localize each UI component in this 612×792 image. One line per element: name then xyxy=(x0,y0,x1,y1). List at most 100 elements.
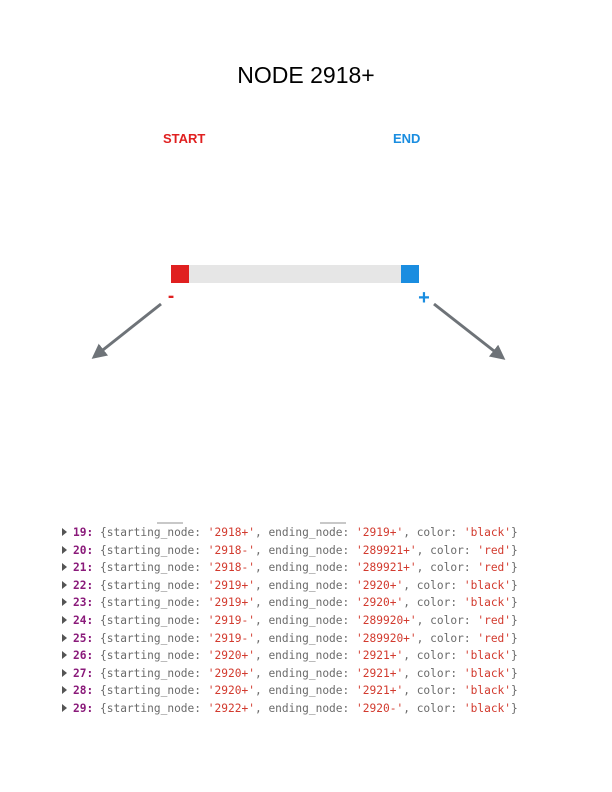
row-index: 23 xyxy=(73,596,87,610)
row-index: 29 xyxy=(73,701,87,715)
key-color: color xyxy=(416,649,451,663)
plus-sign: + xyxy=(418,287,430,309)
value-color: red xyxy=(484,561,505,575)
expand-triangle-icon[interactable] xyxy=(62,563,67,572)
diagram-title: NODE 2918+ xyxy=(237,62,375,88)
expand-triangle-icon[interactable] xyxy=(62,615,67,624)
value-starting-node: 2919- xyxy=(214,613,249,627)
key-color: color xyxy=(430,561,464,575)
key-ending-node: ending_node xyxy=(268,526,343,539)
row-index: 26 xyxy=(73,649,87,663)
key-color: color xyxy=(416,596,451,610)
key-ending-node: ending_node xyxy=(268,613,343,627)
row-index: 22 xyxy=(73,578,87,592)
console-row[interactable]: 19: {starting_node: '2918+', ending_node… xyxy=(62,524,602,542)
console-row[interactable]: 28: {starting_node: '2920+', ending_node… xyxy=(62,682,602,700)
value-starting-node: 2919+ xyxy=(214,578,249,592)
console-row[interactable]: 21: {starting_node: '2918-', ending_node… xyxy=(62,559,602,577)
expand-triangle-icon[interactable] xyxy=(62,598,67,607)
value-color: red xyxy=(484,631,505,645)
console-row[interactable]: 22: {starting_node: '2919+', ending_node… xyxy=(62,577,602,595)
value-starting-node: 2919- xyxy=(214,631,249,645)
key-starting-node: starting_node xyxy=(106,701,195,715)
value-color: black xyxy=(470,684,505,698)
key-starting-node: starting_node xyxy=(106,526,195,539)
key-color: color xyxy=(416,684,451,698)
value-ending-node: 289921+ xyxy=(362,561,410,575)
key-color: color xyxy=(430,613,464,627)
value-ending-node: 2921+ xyxy=(362,666,397,680)
expand-triangle-icon[interactable] xyxy=(62,668,67,677)
value-ending-node: 2920+ xyxy=(362,578,397,592)
value-ending-node: 289921+ xyxy=(362,543,410,557)
key-color: color xyxy=(430,631,464,645)
key-starting-node: starting_node xyxy=(106,631,195,645)
expand-triangle-icon[interactable] xyxy=(62,633,67,642)
value-ending-node: 2921+ xyxy=(362,649,397,663)
key-ending-node: ending_node xyxy=(268,561,343,575)
console-row[interactable]: 26: {starting_node: '2920+', ending_node… xyxy=(62,647,602,665)
console-row[interactable]: 27: {starting_node: '2920+', ending_node… xyxy=(62,665,602,683)
value-starting-node: 2922+ xyxy=(214,701,249,715)
row-index: 27 xyxy=(73,666,87,680)
key-color: color xyxy=(416,526,451,539)
row-index: 24 xyxy=(73,613,87,627)
row-index: 25 xyxy=(73,631,87,645)
value-color: black xyxy=(470,526,505,539)
row-index: 19 xyxy=(73,526,87,539)
key-ending-node: ending_node xyxy=(268,543,343,557)
value-starting-node: 2918+ xyxy=(214,526,249,539)
key-starting-node: starting_node xyxy=(106,543,195,557)
value-ending-node: 2920- xyxy=(362,701,397,715)
expand-triangle-icon[interactable] xyxy=(62,580,67,589)
key-starting-node: starting_node xyxy=(106,684,195,698)
value-color: black xyxy=(470,701,505,715)
console-row[interactable]: 24: {starting_node: '2919-', ending_node… xyxy=(62,612,602,630)
console-row[interactable]: 25: {starting_node: '2919-', ending_node… xyxy=(62,630,602,648)
key-starting-node: starting_node xyxy=(106,613,195,627)
key-ending-node: ending_node xyxy=(268,684,343,698)
end-label: END xyxy=(393,131,421,146)
value-color: red xyxy=(484,613,505,627)
key-color: color xyxy=(416,666,451,680)
expand-triangle-icon[interactable] xyxy=(62,703,67,712)
value-starting-node: 2918- xyxy=(214,561,249,575)
right-arrow xyxy=(433,302,506,360)
row-index: 20 xyxy=(73,543,87,557)
value-starting-node: 2919+ xyxy=(214,596,249,610)
key-color: color xyxy=(416,701,451,715)
value-starting-node: 2920+ xyxy=(214,666,249,680)
value-color: black xyxy=(470,596,505,610)
key-starting-node: starting_node xyxy=(106,596,195,610)
left-arrow xyxy=(91,302,162,359)
value-color: black xyxy=(470,578,505,592)
minus-sign: - xyxy=(168,286,174,307)
key-ending-node: ending_node xyxy=(268,631,343,645)
value-ending-node: 2920+ xyxy=(362,596,397,610)
console-rows: 19: {starting_node: '2918+', ending_node… xyxy=(62,524,602,718)
value-ending-node: 289920+ xyxy=(362,613,410,627)
console-output: 19: {starting_node: '2918+', ending_node… xyxy=(62,518,602,718)
console-row[interactable]: 29: {starting_node: '2922+', ending_node… xyxy=(62,700,602,718)
console-row[interactable]: 23: {starting_node: '2919+', ending_node… xyxy=(62,594,602,612)
cropped-previous-line xyxy=(62,518,602,524)
start-label: START xyxy=(163,131,206,146)
key-color: color xyxy=(416,578,451,592)
expand-triangle-icon[interactable] xyxy=(62,545,67,554)
key-ending-node: ending_node xyxy=(268,649,343,663)
key-starting-node: starting_node xyxy=(106,649,195,663)
key-ending-node: ending_node xyxy=(268,701,343,715)
expand-triangle-icon[interactable] xyxy=(62,651,67,660)
value-starting-node: 2920+ xyxy=(214,649,249,663)
console-row[interactable]: 20: {starting_node: '2918-', ending_node… xyxy=(62,542,602,560)
value-ending-node: 289920+ xyxy=(362,631,410,645)
node-diagram: - + xyxy=(91,265,506,360)
expand-triangle-icon[interactable] xyxy=(62,528,67,536)
value-starting-node: 2920+ xyxy=(214,684,249,698)
key-starting-node: starting_node xyxy=(106,666,195,680)
value-ending-node: 2919+ xyxy=(362,526,397,539)
row-index: 28 xyxy=(73,684,87,698)
key-starting-node: starting_node xyxy=(106,578,195,592)
key-ending-node: ending_node xyxy=(268,596,343,610)
expand-triangle-icon[interactable] xyxy=(62,686,67,695)
